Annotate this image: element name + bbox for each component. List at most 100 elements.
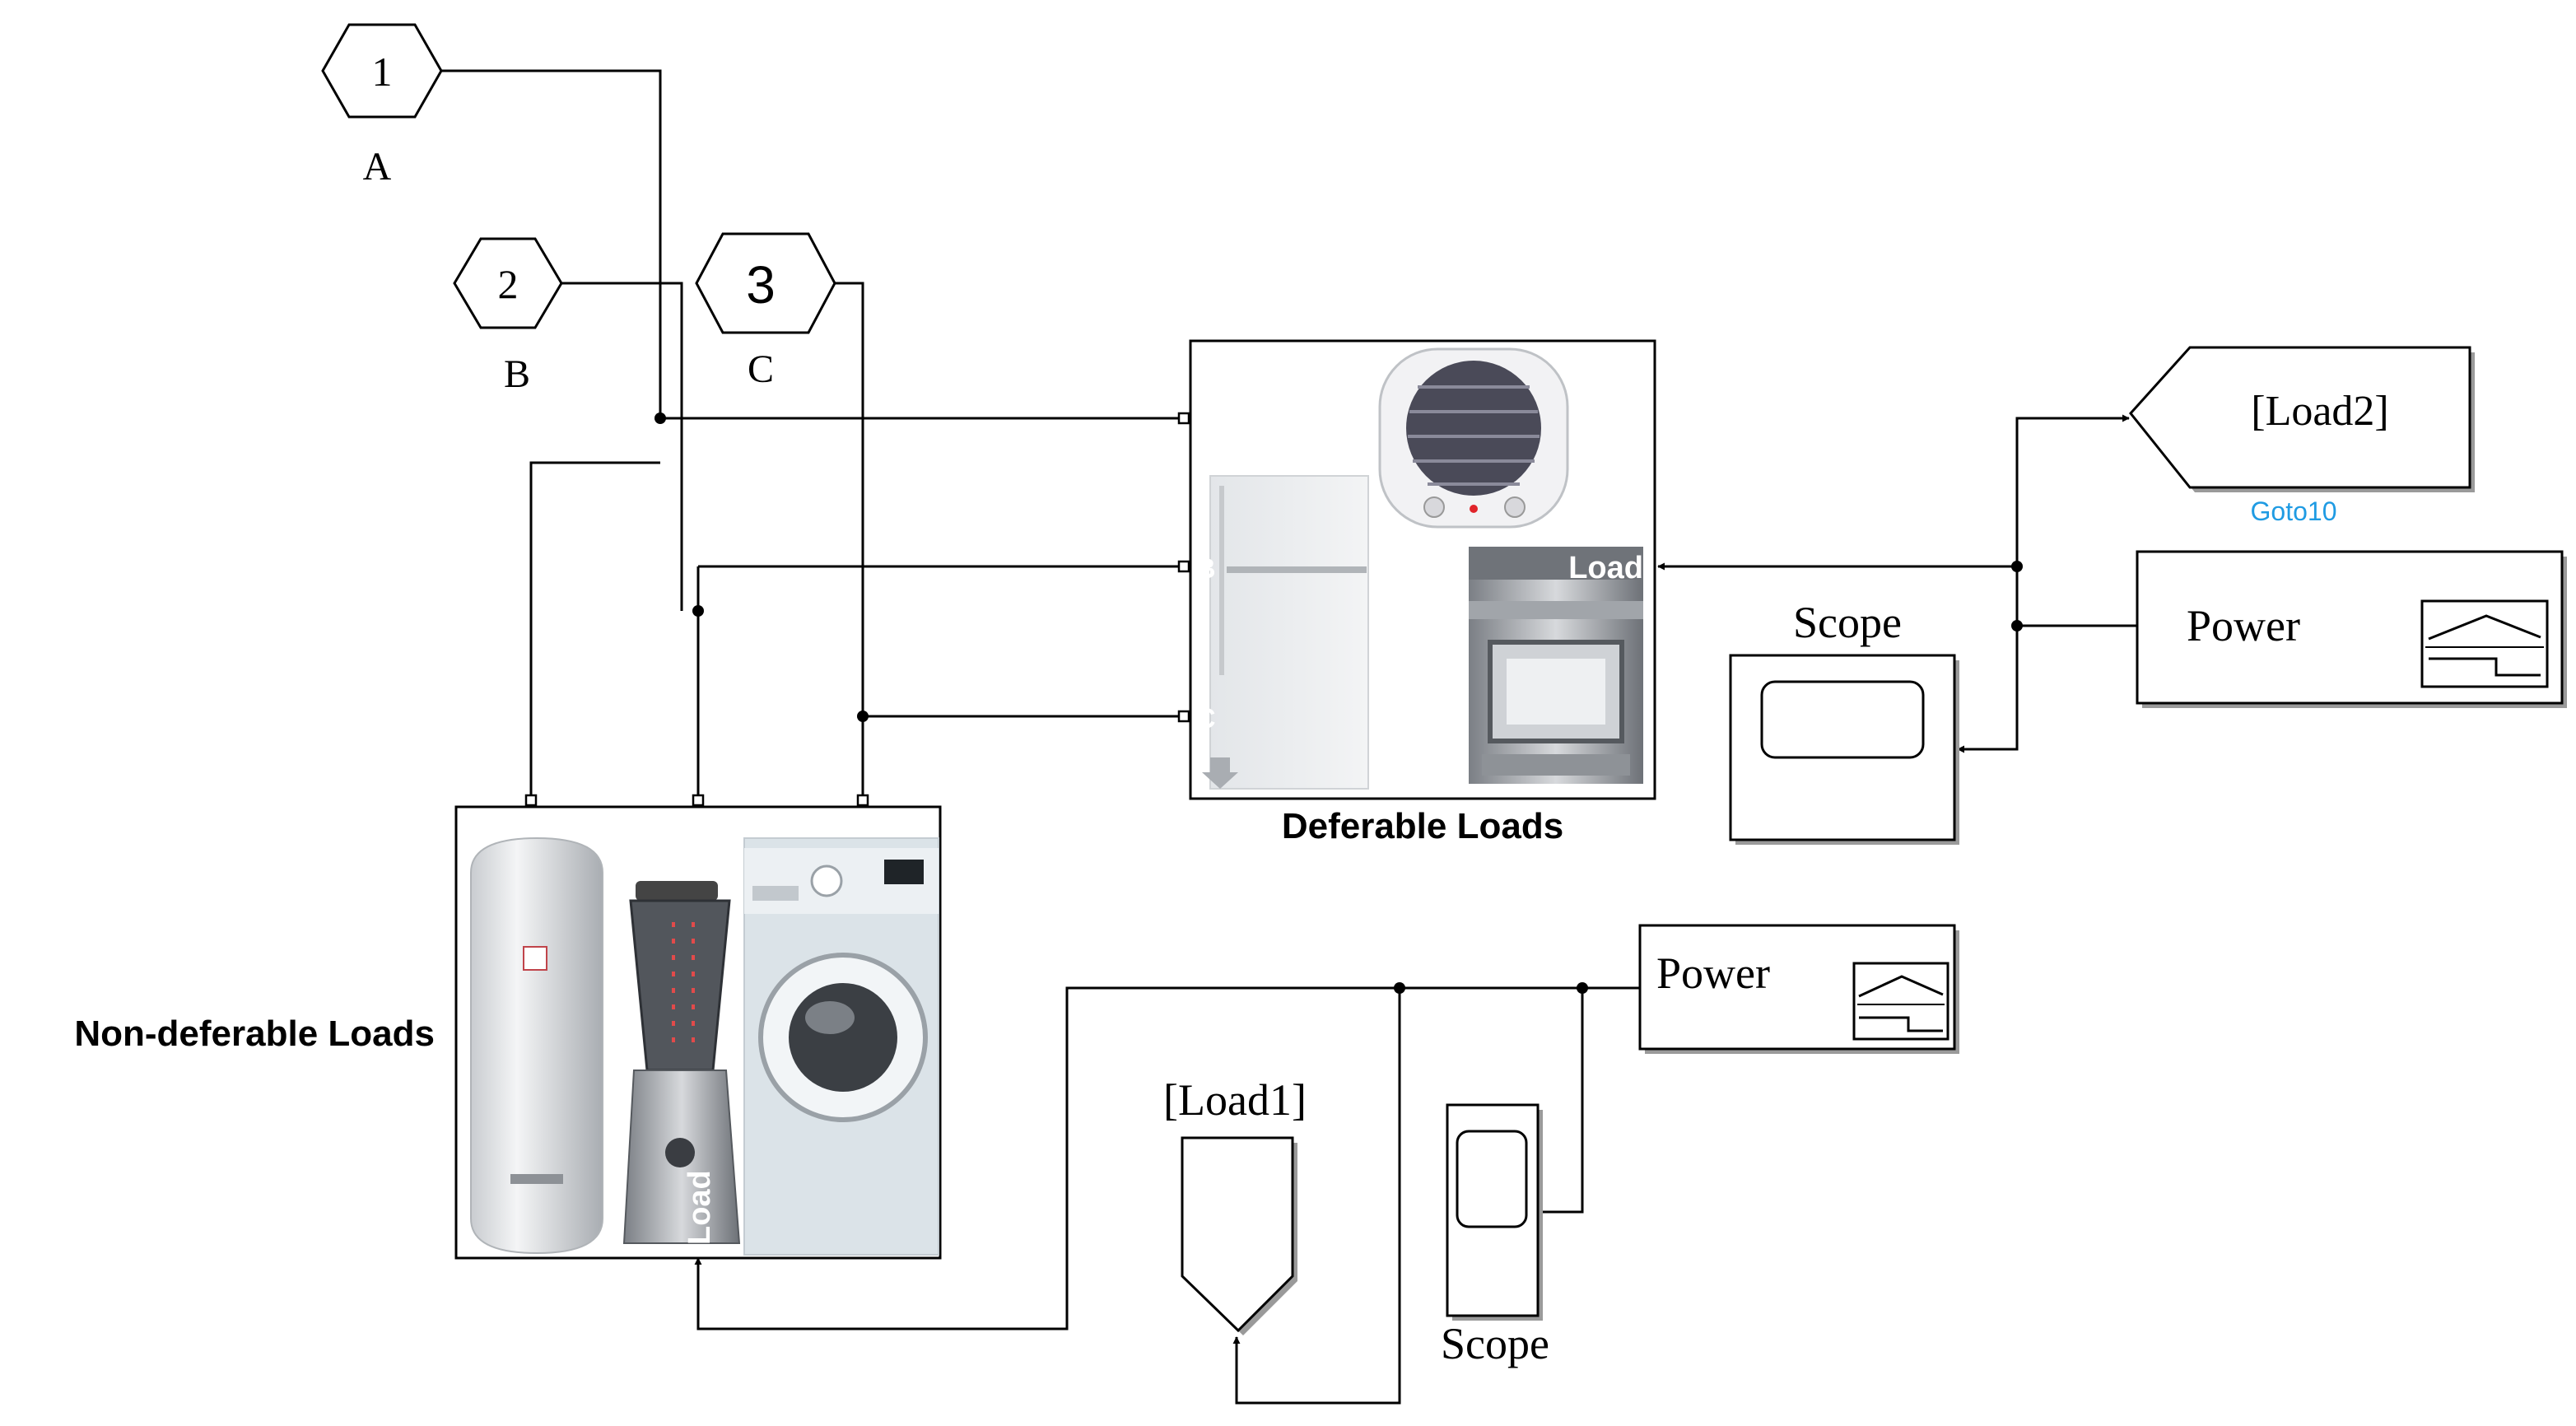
inport-hexagon[interactable]	[321, 23, 443, 119]
inport-hexagon[interactable]	[453, 237, 563, 329]
waveform-frame	[1852, 962, 1949, 1041]
power-waveform-icon	[2420, 599, 2549, 688]
line-power-to-load2[interactable]	[1657, 562, 2137, 627]
block-name: Non-deferable Loads	[74, 1014, 435, 1054]
washing-machine-icon	[743, 837, 939, 1256]
inport-3[interactable]: 3 C	[695, 232, 836, 391]
waveform-ramp	[1858, 975, 1944, 998]
oven-cooktop	[1469, 547, 1643, 580]
port-a[interactable]	[524, 794, 538, 807]
port-c[interactable]	[1177, 710, 1190, 723]
heater-base-vent	[510, 1174, 563, 1184]
washer-dial	[810, 864, 843, 897]
blender-lid	[636, 881, 718, 901]
port-a[interactable]	[1177, 412, 1190, 425]
inport-2[interactable]: 2 B	[453, 237, 563, 396]
fridge-divider	[1227, 566, 1367, 573]
port-label-load: Load	[1568, 551, 1643, 585]
oven-control-strip	[1469, 601, 1643, 619]
refrigerator-icon	[1202, 475, 1369, 790]
scope-label: Scope	[1441, 1319, 1549, 1368]
inport-hexagon[interactable]	[695, 232, 836, 334]
heater-indicator	[1470, 505, 1478, 513]
goto-block-name: Goto10	[2251, 496, 2337, 526]
fridge-body	[1209, 475, 1369, 790]
washer-display	[884, 860, 924, 884]
line-c-main[interactable]	[835, 282, 864, 797]
heater-grill-lines	[1408, 385, 1540, 486]
inport-label: A	[363, 145, 392, 189]
scope-screen-icon	[1456, 1130, 1528, 1228]
fan-heater-icon	[1378, 347, 1569, 529]
junction-dot	[1577, 982, 1588, 994]
inport-1[interactable]: 1 A	[321, 23, 443, 189]
line-power-to-scope-bottom[interactable]	[1535, 988, 1584, 1216]
junction-dots	[654, 412, 2023, 994]
washer-door-glare	[805, 1001, 855, 1034]
block-name: Deferable Loads	[1282, 806, 1563, 846]
inport-number: 1	[372, 49, 393, 95]
blender-dial	[665, 1138, 695, 1167]
port-label-a: A	[1195, 402, 1216, 433]
scope-block-bottom[interactable]: Scope	[1441, 1103, 1549, 1368]
junction-dot	[857, 711, 869, 722]
scope-label: Scope	[1793, 598, 1902, 647]
heater-grill	[1406, 361, 1541, 496]
port-label-c: C	[1195, 703, 1216, 734]
power-label: Power	[1656, 948, 1770, 998]
heater-knob	[1504, 496, 1526, 518]
washer-door-glass	[789, 983, 897, 1092]
port-label-load: Load	[682, 1170, 717, 1245]
signal-lines	[441, 69, 2137, 1405]
line-load2-to-goto[interactable]	[2015, 414, 2130, 566]
port-c[interactable]	[856, 794, 869, 807]
port-label-b: B	[1195, 553, 1216, 585]
waveform-frame	[2420, 599, 2549, 688]
heater-knob	[1423, 496, 1445, 518]
power-waveform-icon	[1852, 962, 1949, 1041]
line-a-main[interactable]	[441, 69, 1182, 420]
power-block-top[interactable]: Power	[2136, 550, 2567, 708]
blender-icon	[622, 881, 741, 1244]
waveform-step	[1859, 1016, 1943, 1032]
from-block[interactable]: [Load1]	[1163, 1075, 1307, 1335]
water-heater-icon	[470, 836, 603, 1255]
power-block-bottom[interactable]: Power	[1638, 924, 1959, 1054]
goto-shape[interactable]	[2129, 346, 2471, 489]
waveform-ramp	[2428, 614, 2541, 641]
inport-label: C	[748, 347, 774, 391]
junction-dot	[2011, 561, 2023, 572]
inport-number: 2	[498, 261, 519, 307]
blender-jar	[629, 899, 731, 1072]
scope-screen-icon	[1760, 680, 1925, 759]
inport-label: B	[504, 352, 530, 396]
port-b[interactable]	[692, 794, 705, 807]
scope-block-top[interactable]: Scope	[1729, 598, 1959, 845]
line-b-main[interactable]	[561, 282, 683, 611]
deferable-loads-block[interactable]: A B C Load Deferable Loads	[1177, 339, 1656, 846]
power-label: Power	[2187, 601, 2300, 650]
goto-block[interactable]: [Load2] Goto10	[2129, 346, 2475, 526]
line-power-to-from[interactable]	[1232, 988, 1401, 1405]
heater-tank	[470, 836, 603, 1255]
junction-dot	[1394, 982, 1405, 994]
junction-dot	[692, 605, 704, 617]
port-b[interactable]	[1177, 560, 1190, 573]
line-power-to-load1[interactable]	[694, 986, 1640, 1330]
washer-detergent-drawer	[752, 886, 799, 901]
line-power-to-scope-top[interactable]	[1957, 626, 2019, 753]
waveform-step	[2429, 657, 2541, 677]
oven-icon	[1469, 547, 1643, 784]
goto-tag: [Load2]	[2251, 388, 2388, 435]
inport-number: 3	[746, 255, 776, 315]
oven-window	[1507, 659, 1605, 725]
line-a-branch[interactable]	[529, 461, 660, 797]
junction-dot	[654, 412, 666, 424]
fridge-down-arrow-icon	[1202, 757, 1238, 789]
nondeferable-loads-block[interactable]: Load Non-deferable Loads	[74, 794, 942, 1260]
oven-drawer	[1482, 754, 1630, 776]
from-shape[interactable]	[1181, 1136, 1294, 1333]
junction-dot	[2011, 620, 2023, 631]
from-tag: [Load1]	[1163, 1075, 1307, 1125]
